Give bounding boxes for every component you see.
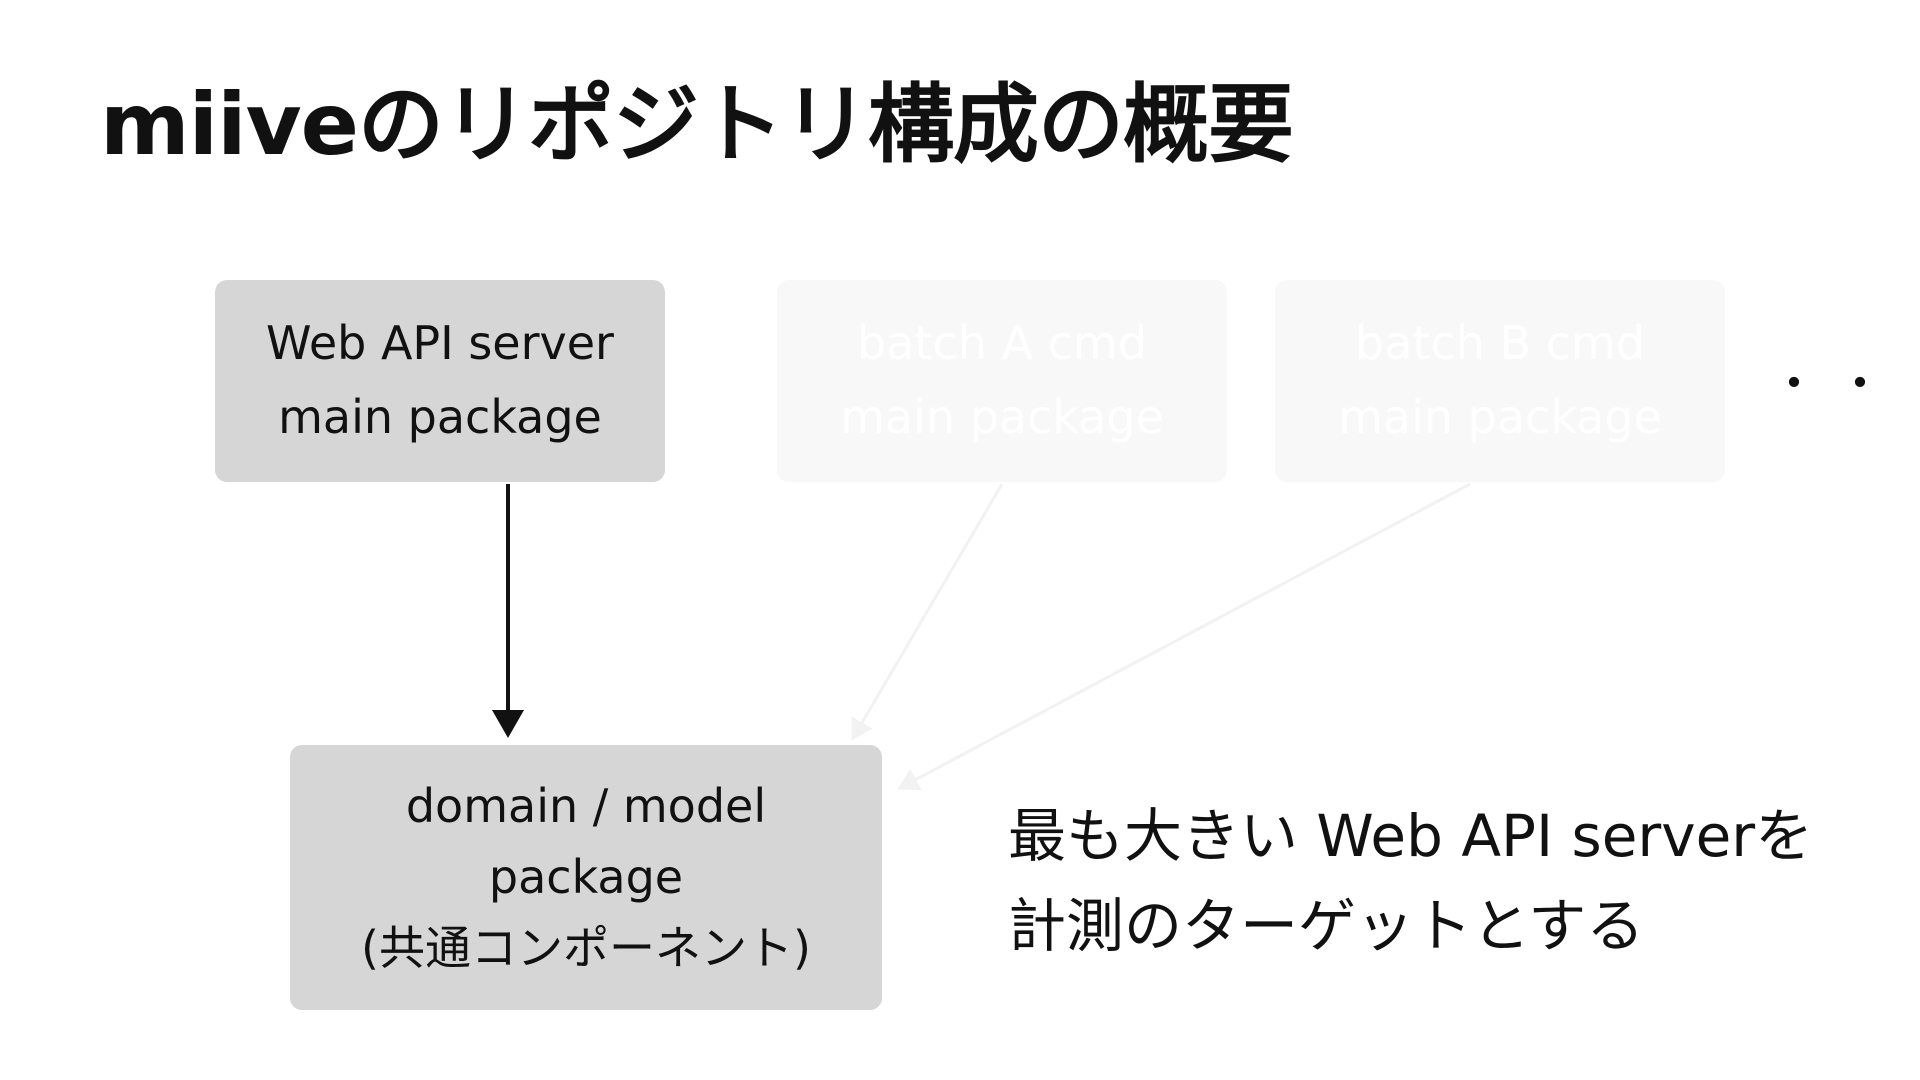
target-note-line-2: 計測のターゲットとする [1008, 891, 1645, 960]
batch-a-label: batch A cmd [857, 316, 1147, 371]
more-ellipsis: ・・・ [1770, 356, 1920, 412]
batch-a-cmd-box: batch A cmd main package [777, 280, 1227, 482]
domain-sublabel: package [488, 849, 684, 904]
web-api-server-sublabel: main package [278, 390, 602, 444]
batch-a-sublabel: main package [840, 390, 1164, 444]
target-note: 最も大きい Web API serverを 計測のターゲットとする [1008, 792, 1813, 972]
domain-note: (共通コンポーネント) [361, 921, 811, 976]
batch-b-sublabel: main package [1338, 390, 1662, 444]
batch-b-label: batch B cmd [1355, 316, 1645, 371]
batch-a-to-domain-arrow [851, 483, 1004, 741]
web-api-server-box: Web API server main package [215, 280, 665, 482]
domain-model-package-box: domain / model package (共通コンポーネント) [290, 745, 882, 1010]
batch-b-to-domain-arrow [897, 482, 1471, 791]
batch-b-cmd-box: batch B cmd main package [1275, 280, 1725, 482]
web-api-server-label: Web API server [266, 316, 614, 371]
domain-label: domain / model [405, 778, 767, 833]
slide-title: miiveのリポジトリ構成の概要 [100, 75, 1294, 175]
target-note-line-1: 最も大きい Web API serverを [1008, 802, 1814, 870]
